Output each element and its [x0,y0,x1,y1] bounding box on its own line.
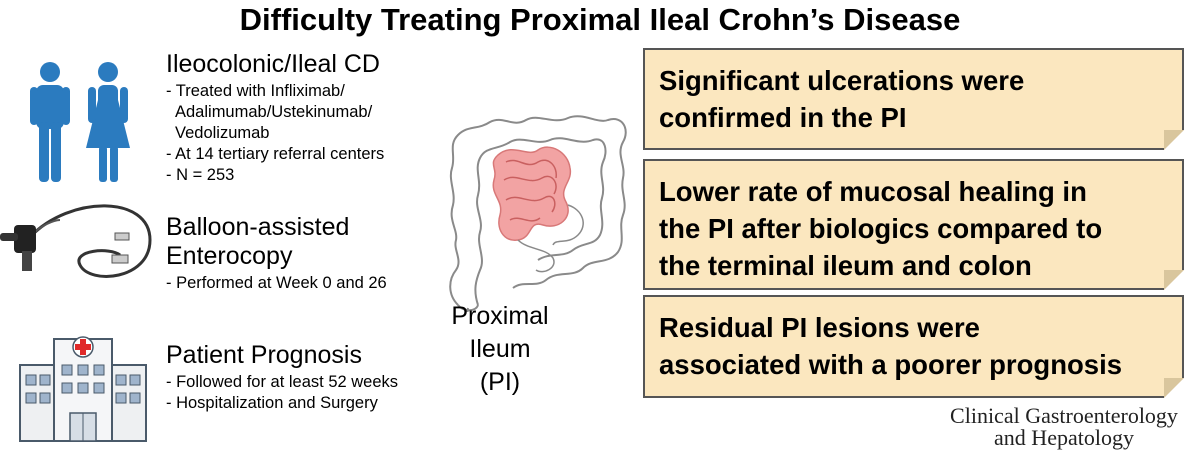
bullet-item: - Performed at Week 0 and 26 [166,274,387,292]
bullet-item: - N = 253 [166,166,235,184]
finding-box-prognosis: Residual PI lesions were associated with… [643,295,1184,398]
bullet-list: - Followed for at least 52 weeks - Hospi… [166,372,466,414]
finding-line: Significant ulcerations were [659,65,1025,96]
section-prognosis: Patient Prognosis - Followed for at leas… [166,341,466,414]
section-cohort: Ileocolonic/Ileal CD - Treated with Infl… [166,50,446,186]
hospital-icon [19,336,147,442]
label-line1: Proximal Ileum [451,302,549,363]
bullet-item: - Hospitalization and Surgery [166,394,378,412]
finding-line: confirmed in the PI [659,102,907,133]
people-icon [30,62,130,182]
finding-box-mucosal-healing: Lower rate of mucosal healing in the PI … [643,159,1184,290]
bullet-item: - Followed for at least 52 weeks [166,373,399,391]
journal-logo: Clinical Gastroenterology and Hepatology [930,405,1198,449]
endoscope-icon [0,204,152,278]
bullet-item: Adalimumab/Ustekinumab/ [175,103,373,121]
bullet-list: - Treated with Infliximab/ Adalimumab/Us… [166,81,446,186]
page-fold [1164,270,1184,290]
bullet-item: Vedolizumab [175,124,270,142]
bullet-item: - At 14 tertiary referral centers [166,145,385,163]
intestine-icon [449,115,627,312]
section-title-line2: Enterocopy [166,242,293,270]
page-fold [1164,130,1184,150]
bullet-list: - Performed at Week 0 and 26 [166,273,446,294]
section-title: Balloon-assisted [166,213,350,241]
page-fold [1164,378,1184,398]
journal-line1: Clinical Gastroenterology [950,403,1178,428]
finding-line: Residual PI lesions were [659,312,980,343]
finding-box-ulcerations: Significant ulcerations were confirmed i… [643,48,1184,150]
finding-line: the terminal ileum and colon [659,250,1032,281]
finding-line: the PI after biologics compared to [659,213,1103,244]
finding-line: Lower rate of mucosal healing in [659,176,1087,207]
finding-line: associated with a poorer prognosis [659,349,1123,380]
section-title: Patient Prognosis [166,341,362,369]
proximal-ileum-label: Proximal Ileum (PI) [420,300,580,399]
section-enteroscopy: Balloon-assisted Enterocopy - Performed … [166,213,446,294]
section-title: Ileocolonic/Ileal CD [166,50,380,78]
page-title: Difficulty Treating Proximal Ileal Crohn… [239,2,961,37]
journal-line2: and Hepatology [994,425,1134,450]
label-line2: (PI) [479,368,521,396]
bullet-item: - Treated with Infliximab/ [166,82,345,100]
